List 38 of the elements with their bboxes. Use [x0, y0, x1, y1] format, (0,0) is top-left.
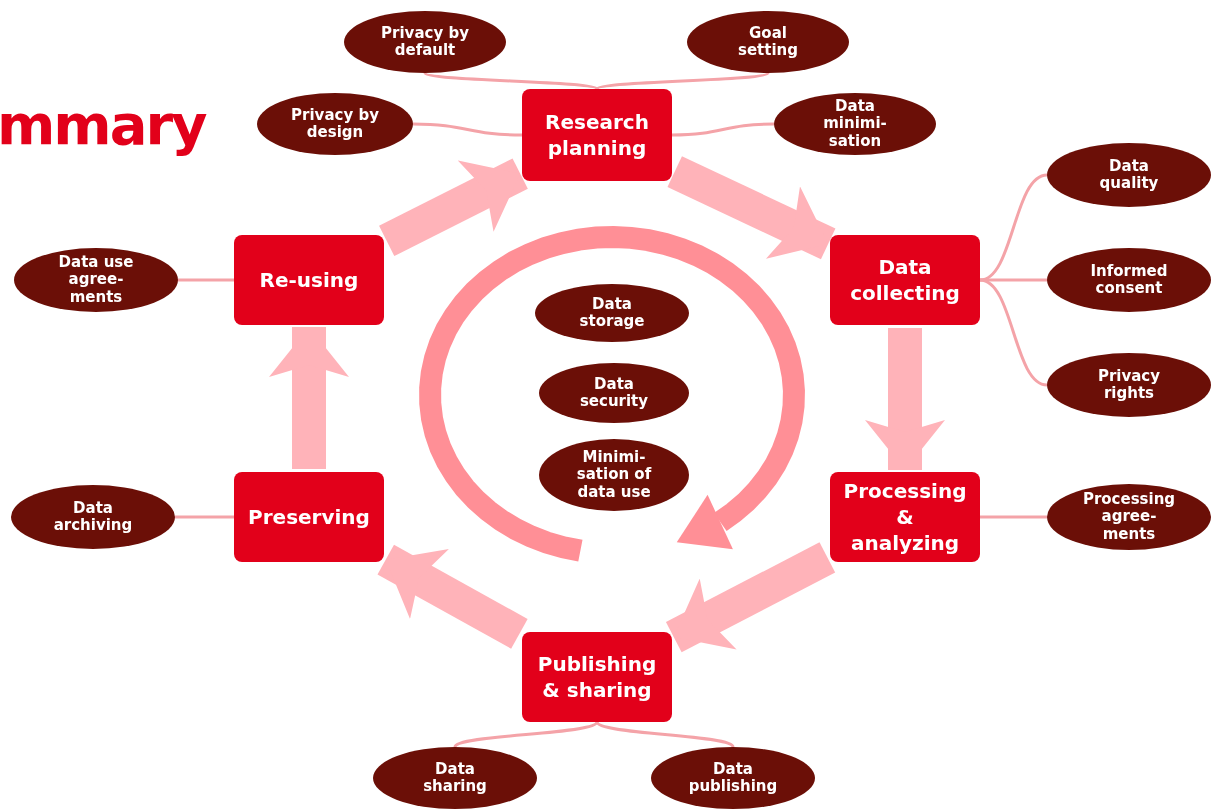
topic-ellipse: Privacy by design	[257, 93, 413, 155]
stage-box: Publishing & sharing	[522, 632, 672, 722]
topic-ellipse: Data sharing	[373, 747, 537, 809]
connector-line	[453, 720, 599, 749]
connector-line	[178, 278, 234, 282]
connector-line	[412, 122, 523, 137]
connector-line	[595, 721, 735, 748]
topic-ellipse: Privacy by default	[344, 11, 506, 73]
stage-box: Data collecting	[830, 235, 980, 325]
topic-ellipse: Processing agree- ments	[1047, 484, 1211, 550]
topic-ellipse: Data storage	[535, 284, 689, 342]
topic-ellipse: Data minimi- sation	[774, 93, 936, 155]
block-arrow	[665, 542, 836, 653]
title: mmary	[0, 92, 206, 157]
connector-line	[424, 71, 598, 91]
block-arrow	[379, 158, 528, 257]
block-arrow	[269, 327, 349, 469]
topic-ellipse: Privacy rights	[1047, 353, 1211, 417]
connector-line	[980, 515, 1047, 519]
topic-ellipse: Data publishing	[651, 747, 815, 809]
stage-box: Processing & analyzing	[830, 472, 980, 562]
connector-line	[979, 278, 1048, 387]
stage-box: Re-using	[234, 235, 384, 325]
connector-line	[596, 71, 769, 91]
topic-ellipse: Data use agree- ments	[14, 248, 178, 312]
topic-ellipse: Goal setting	[687, 11, 849, 73]
topic-ellipse: Data security	[539, 363, 689, 423]
connector-line	[175, 515, 234, 519]
connector-line	[671, 122, 775, 137]
stage-box: Research planning	[522, 89, 672, 181]
topic-ellipse: Data archiving	[11, 485, 175, 549]
topic-ellipse: Informed consent	[1047, 248, 1211, 312]
stage-box: Preserving	[234, 472, 384, 562]
topic-ellipse: Data quality	[1047, 143, 1211, 207]
block-arrow	[377, 544, 528, 649]
connector-line	[979, 173, 1048, 282]
topic-ellipse: Minimi- sation of data use	[539, 439, 689, 511]
block-arrow	[865, 328, 945, 470]
